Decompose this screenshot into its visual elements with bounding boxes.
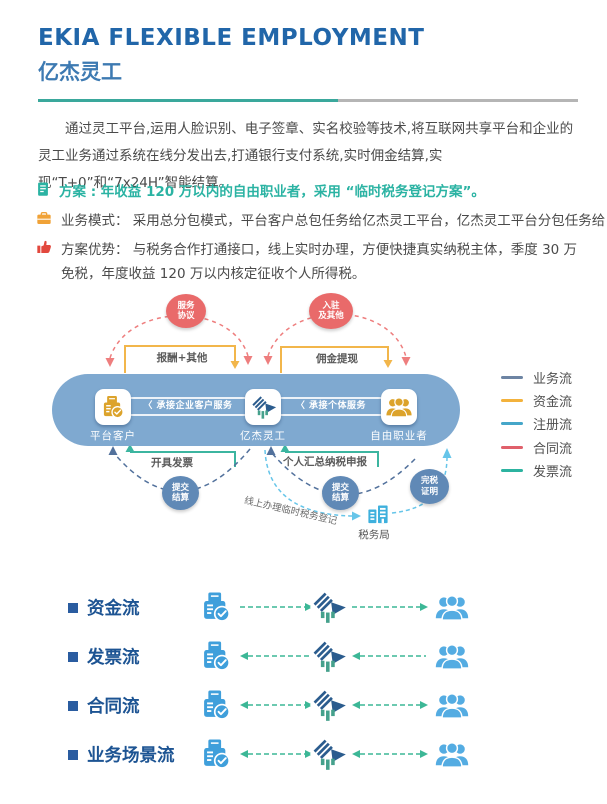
badge-text: 提交 — [171, 482, 189, 493]
badge-text: 证明 — [420, 486, 438, 497]
node-ekia — [245, 389, 281, 425]
badge-text: 完税 — [420, 476, 438, 487]
platform-pill: 〈 承接企业客户服务 〈 承接个体服务 平台客户 亿杰灵工 自由职业者 — [52, 374, 460, 446]
bullet-business-model-text: 业务模式： 采用总分包模式，平台客户总包任务给亿杰灵工平台，亿杰灵工平台分包任务… — [61, 213, 607, 229]
intro-paragraph: 通过灵工平台,运用人脸识别、电子签章、实名校验等技术,将互联网共享平台和企业的灵… — [38, 121, 574, 191]
legend-item-business-flow: 业务流 — [501, 368, 573, 387]
briefcase-icon — [36, 210, 52, 226]
fund-label-commission: 佣金提现 — [316, 353, 358, 365]
badge-text: 及其他 — [318, 311, 344, 321]
band-line — [131, 414, 245, 416]
people-icon — [434, 594, 470, 621]
flow-row-label: 发票流 — [68, 644, 140, 669]
legend-swatch — [501, 398, 523, 402]
legend-label: 资金流 — [533, 394, 573, 410]
flow-row-business-scene: 业务场景流 — [0, 732, 607, 776]
page-title: EKIA FLEXIBLE EMPLOYMENT — [38, 25, 425, 51]
badge-text: 结算 — [331, 493, 349, 503]
node-label-platform-customer: 平台客户 — [90, 430, 136, 442]
band-label-individual: 〈 承接个体服务 — [295, 401, 367, 411]
flow-row-label-text: 合同流 — [87, 697, 140, 717]
building-icon — [199, 736, 233, 772]
ekia-logo-icon — [249, 393, 277, 421]
legend-item-invoice-flow: 发票流 — [501, 461, 573, 480]
title-divider — [38, 99, 578, 102]
flow-row-fund: 资金流 — [0, 585, 607, 629]
contract-badge-entry: 入驻 及其他 — [309, 293, 353, 329]
legend-swatch — [501, 421, 523, 425]
band-line — [281, 414, 381, 416]
badge-text: 协议 — [177, 311, 195, 321]
bullet-advantage: 方案优势： 与税务合作打通接口，线上实时办理，方便快捷真实纳税主体，季度 30 … — [36, 238, 584, 286]
legend-item-register-flow: 注册流 — [501, 414, 573, 433]
contract-badge-service-agreement: 服务 协议 — [166, 294, 206, 328]
people-icon — [434, 643, 470, 670]
ekia-logo-icon — [309, 637, 347, 675]
legend-label: 注册流 — [533, 417, 573, 433]
band-line — [281, 397, 381, 399]
flow-row-label: 资金流 — [68, 595, 140, 620]
legend-label: 合同流 — [533, 441, 573, 457]
node-label-ekia: 亿杰灵工 — [240, 430, 286, 442]
building-icon — [199, 638, 233, 674]
badge-text: 服务 — [177, 300, 195, 311]
building-icon — [199, 687, 233, 723]
legend-label: 发票流 — [533, 464, 573, 480]
tax-bureau-label: 税务局 — [358, 529, 390, 541]
square-bullet-icon — [68, 749, 78, 760]
legend-swatch — [501, 375, 523, 379]
square-bullet-icon — [68, 651, 78, 662]
bullet-business-model: 业务模式： 采用总分包模式，平台客户总包任务给亿杰灵工平台，亿杰灵工平台分包任务… — [36, 209, 607, 233]
flow-row-contract: 合同流 — [0, 683, 607, 727]
ekia-logo-icon — [309, 686, 347, 724]
node-platform-customer — [95, 389, 131, 425]
divider-teal-segment — [38, 99, 338, 102]
building-icon — [199, 589, 233, 625]
flow-row-label: 业务场景流 — [68, 742, 175, 767]
band-label-enterprise: 〈 承接企业客户服务 — [143, 401, 233, 411]
flow-row-label-text: 资金流 — [87, 599, 140, 619]
business-badge-settlement-1: 提交 结算 — [162, 476, 199, 510]
legend-item-fund-flow: 资金流 — [501, 391, 573, 410]
flow-row-invoice: 发票流 — [0, 634, 607, 678]
legend-label: 业务流 — [533, 371, 573, 387]
legend-swatch — [501, 445, 523, 449]
page-subtitle: 亿杰灵工 — [38, 60, 122, 84]
bullet-scheme-text: 方案 : 年收益 120 万以内的自由职业者，采用 “临时税务登记方案”。 — [59, 184, 485, 200]
invoice-label-issue: 开具发票 — [151, 457, 193, 469]
flow-row-label-text: 发票流 — [87, 648, 140, 668]
legend-item-contract-flow: 合同流 — [501, 438, 573, 457]
badge-text: 结算 — [171, 493, 189, 503]
business-badge-settlement-2: 提交 结算 — [322, 476, 359, 510]
people-icon — [434, 692, 470, 719]
square-bullet-icon — [68, 700, 78, 711]
bullet-advantage-text: 方案优势： 与税务合作打通接口，线上实时办理，方便快捷真实纳税主体，季度 30 … — [61, 242, 578, 282]
tax-bureau-icon — [366, 501, 390, 526]
ekia-logo-icon — [309, 735, 347, 773]
flow-row-label: 合同流 — [68, 693, 140, 718]
fund-label-remuneration: 报酬+其他 — [156, 352, 208, 364]
band-line — [131, 397, 245, 399]
invoice-label-declaration: 个人汇总纳税申报 — [283, 456, 367, 468]
bullet-scheme: 方案 : 年收益 120 万以内的自由职业者，采用 “临时税务登记方案”。 — [36, 180, 584, 204]
machine-icon — [100, 394, 126, 420]
square-bullet-icon — [68, 602, 78, 613]
node-freelancer — [381, 389, 417, 425]
people-icon — [434, 741, 470, 768]
tax-certificate-badge: 完税 证明 — [410, 469, 449, 504]
document-icon — [36, 181, 50, 198]
badge-text: 入驻 — [322, 300, 340, 311]
thumbs-up-icon — [36, 239, 52, 255]
people-icon — [385, 396, 413, 418]
node-label-freelancer: 自由职业者 — [370, 430, 428, 442]
divider-gray-segment — [338, 99, 578, 102]
badge-text: 提交 — [331, 482, 349, 493]
legend-swatch — [501, 468, 523, 472]
ekia-logo-icon — [309, 588, 347, 626]
flow-row-label-text: 业务场景流 — [87, 746, 175, 766]
